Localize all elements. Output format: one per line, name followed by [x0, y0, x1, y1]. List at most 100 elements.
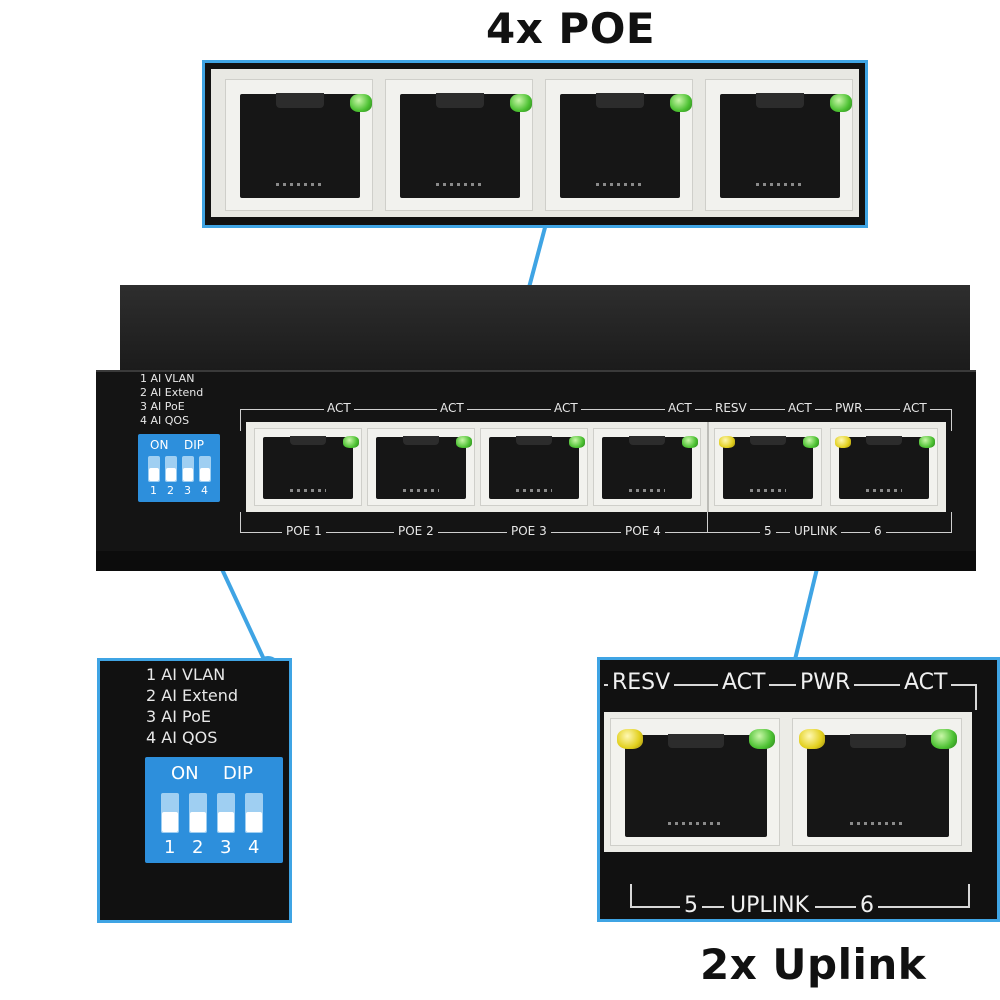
dip-number-3: 3: [184, 484, 191, 497]
led-indicator-icon: [931, 729, 957, 749]
dip-zoom-slot-4[interactable]: [245, 793, 263, 833]
led-indicator-icon: [719, 436, 735, 448]
rj45-port-icon: [723, 436, 813, 499]
uplink-zoom-label-left: 5: [680, 893, 702, 918]
act-label-2: ACT: [437, 401, 467, 415]
rj45-port-icon: [263, 436, 353, 499]
rj45-port-icon: [400, 93, 520, 198]
uplink-heading: 2x Uplink: [700, 940, 927, 989]
dip-zoom-legend-1: 1 AI VLAN: [146, 665, 226, 684]
led-indicator-icon: [799, 729, 825, 749]
top-label-line: [240, 409, 952, 410]
dip-slot-2[interactable]: [165, 456, 177, 482]
led-indicator-icon: [617, 729, 643, 749]
poe-port-4[interactable]: [593, 428, 701, 506]
dip-switch[interactable]: ON DIP 1 2 3 4: [138, 434, 220, 502]
rj45-port-icon: [625, 734, 767, 837]
act-label-1: ACT: [324, 401, 354, 415]
port-divider: [707, 422, 709, 512]
act-label-5: ACT: [785, 401, 815, 415]
led-indicator-icon: [350, 94, 372, 112]
dip-zoom-on-label: ON: [171, 763, 199, 784]
led-indicator-icon: [569, 436, 585, 448]
uplink-zoom-bottom-tick-left: [630, 884, 632, 908]
uplink-zoom-label-right: 6: [856, 893, 878, 918]
dip-legend-3: 3 AI PoE: [140, 400, 185, 413]
dip-zoom-number-1: 1: [164, 837, 176, 858]
dip-slot-1[interactable]: [148, 456, 160, 482]
dip-number-1: 1: [150, 484, 157, 497]
rj45-port-icon: [720, 93, 840, 198]
poe-port-3[interactable]: [480, 428, 588, 506]
led-indicator-icon: [343, 436, 359, 448]
poe-ports-zoom: [202, 60, 868, 228]
poe-zoom-port-2: [385, 79, 533, 211]
dip-zoom-slot-1[interactable]: [161, 793, 179, 833]
poe-zoom-port-3: [545, 79, 693, 211]
uplink-zoom-port-5: [610, 718, 780, 846]
led-indicator-icon: [835, 436, 851, 448]
led-indicator-icon: [670, 94, 692, 112]
dip-switch-zoomed[interactable]: ON DIP 1 2 3 4: [145, 757, 283, 863]
rj45-port-icon: [807, 734, 949, 837]
dip-zoom-legend-4: 4 AI QOS: [146, 728, 218, 747]
dip-legend-1: 1 AI VLAN: [140, 372, 195, 385]
dip-number-2: 2: [167, 484, 174, 497]
act-label-4: ACT: [665, 401, 695, 415]
uplink-port-5[interactable]: [714, 428, 822, 506]
rj45-port-icon: [839, 436, 929, 499]
dip-zoom-number-2: 2: [192, 837, 204, 858]
bottom-label-tick-left: [240, 512, 241, 533]
uplink-zoom-act-2: ACT: [900, 670, 952, 695]
dip-number-4: 4: [201, 484, 208, 497]
uplink-zoom-act-1: ACT: [718, 670, 770, 695]
led-indicator-icon: [749, 729, 775, 749]
dip-dip-label: DIP: [184, 438, 205, 452]
poe-port-1[interactable]: [254, 428, 362, 506]
top-label-tick-right: [951, 409, 952, 431]
dip-switch-zoom: 1 AI VLAN 2 AI Extend 3 AI PoE 4 AI QOS …: [97, 658, 292, 923]
led-indicator-icon: [803, 436, 819, 448]
led-indicator-icon: [919, 436, 935, 448]
switch-base: [96, 551, 976, 571]
poe-zoom-port-1: [225, 79, 373, 211]
poe-heading: 4x POE: [486, 4, 656, 53]
switch-top-cover: [120, 285, 970, 370]
rj45-port-icon: [560, 93, 680, 198]
uplink-port-6[interactable]: [830, 428, 938, 506]
poe-port-2[interactable]: [367, 428, 475, 506]
dip-zoom-number-4: 4: [248, 837, 260, 858]
dip-slot-3[interactable]: [182, 456, 194, 482]
uplink-label-mid: UPLINK: [790, 524, 842, 538]
act-label-6: ACT: [900, 401, 930, 415]
dip-zoom-slot-2[interactable]: [189, 793, 207, 833]
resv-label: RESV: [712, 401, 750, 415]
uplink-zoom-top-line: [604, 684, 976, 686]
uplink-zoom-pwr: PWR: [796, 670, 855, 695]
dip-on-label: ON: [150, 438, 169, 452]
top-label-tick-left: [240, 409, 241, 431]
uplink-zoom-port-6: [792, 718, 962, 846]
dip-slot-4[interactable]: [199, 456, 211, 482]
poe-label-3: POE 3: [507, 524, 551, 538]
bottom-label-line: [240, 532, 952, 533]
dip-zoom-slot-3[interactable]: [217, 793, 235, 833]
led-indicator-icon: [456, 436, 472, 448]
act-label-3: ACT: [551, 401, 581, 415]
dip-zoom-number-3: 3: [220, 837, 232, 858]
poe-label-4: POE 4: [621, 524, 665, 538]
led-indicator-icon: [510, 94, 532, 112]
led-indicator-icon: [830, 94, 852, 112]
dip-legend-2: 2 AI Extend: [140, 386, 204, 399]
dip-zoom-dip-label: DIP: [223, 763, 254, 784]
rj45-port-icon: [489, 436, 579, 499]
bottom-label-tick-mid: [707, 512, 708, 533]
rj45-port-icon: [376, 436, 466, 499]
led-indicator-icon: [682, 436, 698, 448]
pwr-label: PWR: [832, 401, 866, 415]
poe-label-1: POE 1: [282, 524, 326, 538]
rj45-port-icon: [602, 436, 692, 499]
uplink-zoom-bottom-tick-right: [968, 884, 970, 908]
uplink-zoom-top-tick: [975, 684, 977, 710]
dip-zoom-legend-3: 3 AI PoE: [146, 707, 211, 726]
